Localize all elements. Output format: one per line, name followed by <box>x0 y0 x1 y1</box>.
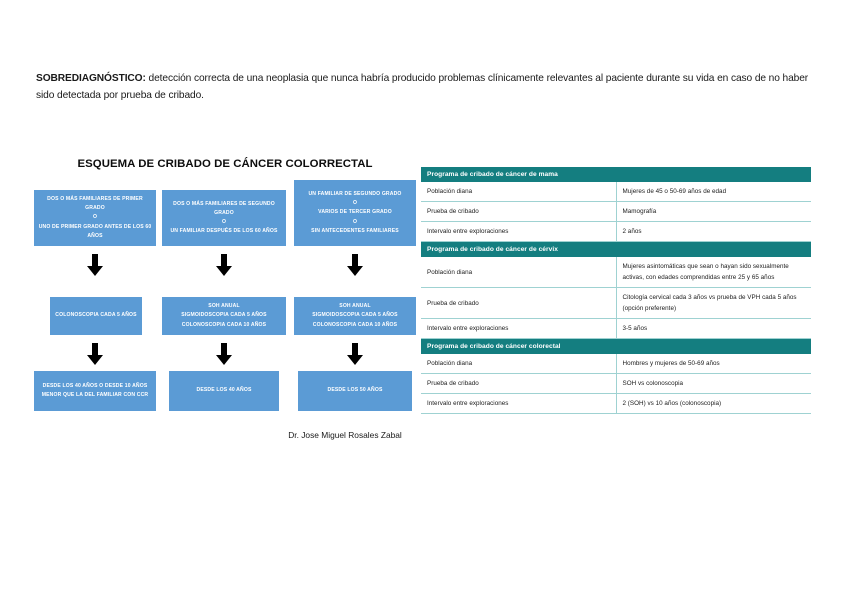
risk-line: UN FAMILIAR DESPUÉS DE LOS 60 AÑOS <box>170 228 278 235</box>
start-age-line: DESDE LOS 50 AÑOS <box>327 387 383 394</box>
test-line: COLONOSCOPIA CADA 10 AÑOS <box>312 321 398 328</box>
table-row: Intervalo entre exploraciones 2 (SOH) vs… <box>421 393 811 414</box>
overdiagnosis-term: SOBREDIAGNÓSTICO: <box>36 73 146 85</box>
table-section-header: Programa de cribado de cáncer de cérvix <box>421 241 811 257</box>
test-line: SOH ANUAL <box>339 303 371 310</box>
down-arrow-icon <box>347 254 363 276</box>
risk-line: O <box>352 218 358 225</box>
colorectal-screening-flowchart: ESQUEMA DE CRIBADO DE CÁNCER COLORRECTAL… <box>34 158 416 448</box>
risk-line: VARIOS DE TERCER GRADO <box>318 209 392 216</box>
row-value: 2 (SOH) vs 10 años (colonoscopia) <box>616 393 811 414</box>
section-title-cervix: Programa de cribado de cáncer de cérvix <box>421 241 811 257</box>
down-arrow-icon <box>87 254 103 276</box>
down-arrow-icon <box>216 254 232 276</box>
risk-line: SIN ANTECEDENTES FAMILIARES <box>311 227 399 234</box>
risk-box-column-2: DOS O MÁS FAMILIARES DE SEGUNDO GRADO O … <box>162 190 286 246</box>
risk-box-column-3: UN FAMILIAR DE SEGUNDO GRADO O VARIOS DE… <box>294 180 416 246</box>
table-section-header: Programa de cribado de cáncer colorectal <box>421 338 811 354</box>
table-row: Población diana Mujeres de 45 o 50-69 añ… <box>421 182 811 202</box>
row-value: 2 años <box>616 221 811 242</box>
down-arrow-icon <box>347 343 363 365</box>
test-line: COLONOSCOPIA CADA 5 AÑOS <box>55 312 137 319</box>
test-line: SIGMOIDOSCOPIA CADA 5 AÑOS <box>181 312 267 319</box>
overdiagnosis-paragraph: SOBREDIAGNÓSTICO: detección correcta de … <box>36 70 810 104</box>
row-value: Mujeres asintomáticas que sean o hayan s… <box>616 257 811 288</box>
down-arrow-icon <box>216 343 232 365</box>
row-key: Prueba de cribado <box>421 201 617 222</box>
section-title-mama: Programa de cribado de cáncer de mama <box>421 167 811 182</box>
table-row: Prueba de cribado Citología cervical cad… <box>421 287 811 319</box>
flowchart-title: ESQUEMA DE CRIBADO DE CÁNCER COLORRECTAL <box>77 158 373 170</box>
row-value: Hombres y mujeres de 50-69 años <box>616 354 811 374</box>
risk-box-column-1: DOS O MÁS FAMILIARES DE PRIMER GRADO O U… <box>34 190 156 246</box>
row-key: Prueba de cribado <box>421 373 617 394</box>
risk-line: O <box>92 214 98 221</box>
row-key: Intervalo entre exploraciones <box>421 221 617 242</box>
row-key: Población diana <box>421 257 617 288</box>
table-row: Población diana Hombres y mujeres de 50-… <box>421 354 811 374</box>
table-row: Población diana Mujeres asintomáticas qu… <box>421 257 811 288</box>
section-title-colorectal: Programa de cribado de cáncer colorectal <box>421 338 811 354</box>
row-key: Población diana <box>421 182 617 202</box>
test-box-column-1: COLONOSCOPIA CADA 5 AÑOS <box>50 297 142 335</box>
start-age-box-column-1: DESDE LOS 40 AÑOS O DESDE 10 AÑOS MENOR … <box>34 371 156 411</box>
risk-line: O <box>221 219 227 225</box>
start-age-box-column-2: DESDE LOS 40 AÑOS <box>169 371 279 411</box>
test-box-column-3: SOH ANUAL SIGMOIDOSCOPIA CADA 5 AÑOS COL… <box>294 297 416 335</box>
risk-line: O <box>352 200 358 207</box>
test-line: SOH ANUAL <box>208 303 240 310</box>
row-key: Prueba de cribado <box>421 287 617 319</box>
screening-programs-table: Programa de cribado de cáncer de mama Po… <box>421 167 811 414</box>
down-arrow-icon <box>87 343 103 365</box>
row-value: Mamografía <box>616 201 811 222</box>
risk-line: DOS O MÁS FAMILIARES DE SEGUNDO GRADO <box>173 200 275 216</box>
overdiagnosis-definition: detección correcta de una neoplasia que … <box>36 73 809 102</box>
row-key: Intervalo entre exploraciones <box>421 318 617 339</box>
screening-programs-table-wrapper: Programa de cribado de cáncer de mama Po… <box>421 167 811 414</box>
row-key: Intervalo entre exploraciones <box>421 393 617 414</box>
row-value: Mujeres de 45 o 50-69 años de edad <box>616 182 811 202</box>
risk-line: UNO DE PRIMER GRADO ANTES DE LOS 60 AÑOS <box>38 223 152 239</box>
table-row: Prueba de cribado Mamografía <box>421 201 811 222</box>
risk-line: DOS O MÁS FAMILIARES DE PRIMER GRADO <box>47 195 143 212</box>
row-value: Citología cervical cada 3 años vs prueba… <box>616 287 811 319</box>
start-age-box-column-3: DESDE LOS 50 AÑOS <box>298 371 412 411</box>
test-box-column-2: SOH ANUAL SIGMOIDOSCOPIA CADA 5 AÑOS COL… <box>162 297 286 335</box>
author-credit: Dr. Jose Miguel Rosales Zabal <box>288 430 402 440</box>
risk-line: UN FAMILIAR DE SEGUNDO GRADO <box>308 190 402 197</box>
row-value: SOH vs colonoscopia <box>616 373 811 394</box>
table-row: Intervalo entre exploraciones 3-5 años <box>421 318 811 339</box>
start-age-line: DESDE LOS 40 AÑOS <box>196 387 252 394</box>
test-line: SIGMOIDOSCOPIA CADA 5 AÑOS <box>312 312 398 319</box>
row-value: 3-5 años <box>616 318 811 339</box>
start-age-line: DESDE LOS 40 AÑOS O DESDE 10 AÑOS MENOR … <box>41 382 149 398</box>
test-line: COLONOSCOPIA CADA 10 AÑOS <box>181 321 267 328</box>
row-key: Población diana <box>421 354 617 374</box>
table-section-header: Programa de cribado de cáncer de mama <box>421 167 811 182</box>
table-row: Prueba de cribado SOH vs colonoscopia <box>421 373 811 394</box>
table-row: Intervalo entre exploraciones 2 años <box>421 221 811 242</box>
